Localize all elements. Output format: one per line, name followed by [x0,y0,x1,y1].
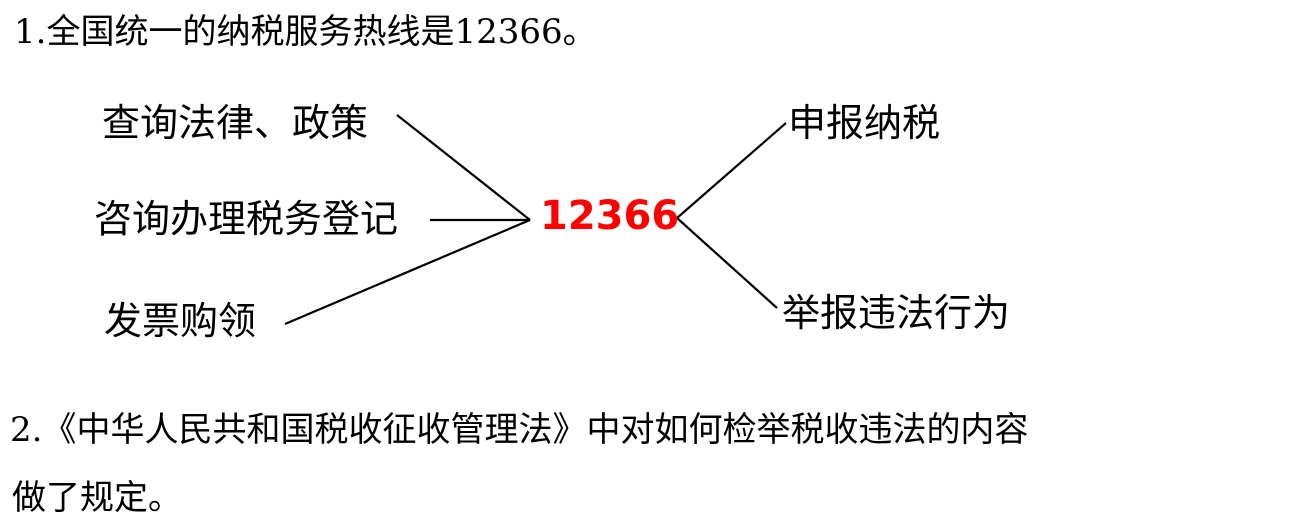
diagram-right-node-tax-filing: 申报纳税 [788,101,941,145]
diagram-left-node-query-law: 查询法律、政策 [102,101,369,145]
connector-right-0 [676,122,787,219]
item-2-text-line-2: 做了规定。 [12,478,182,518]
connector-right-1 [676,217,778,309]
item-1-text: 1.全国统一的纳税服务热线是12366。 [14,12,597,52]
connector-left-0 [396,114,531,221]
diagram-left-node-invoice: 发票购领 [104,299,257,343]
diagram-left-node-tax-registration: 咨询办理税务登记 [94,197,399,241]
item-2-text-line-1: 2.《中华人民共和国税收征收管理法》中对如何检举税收违法的内容 [10,410,1029,450]
connector-left-2 [284,218,531,326]
diagram-right-node-report-violation: 举报违法行为 [782,291,1011,335]
diagram-center-hotline-number: 12366 [540,193,680,239]
